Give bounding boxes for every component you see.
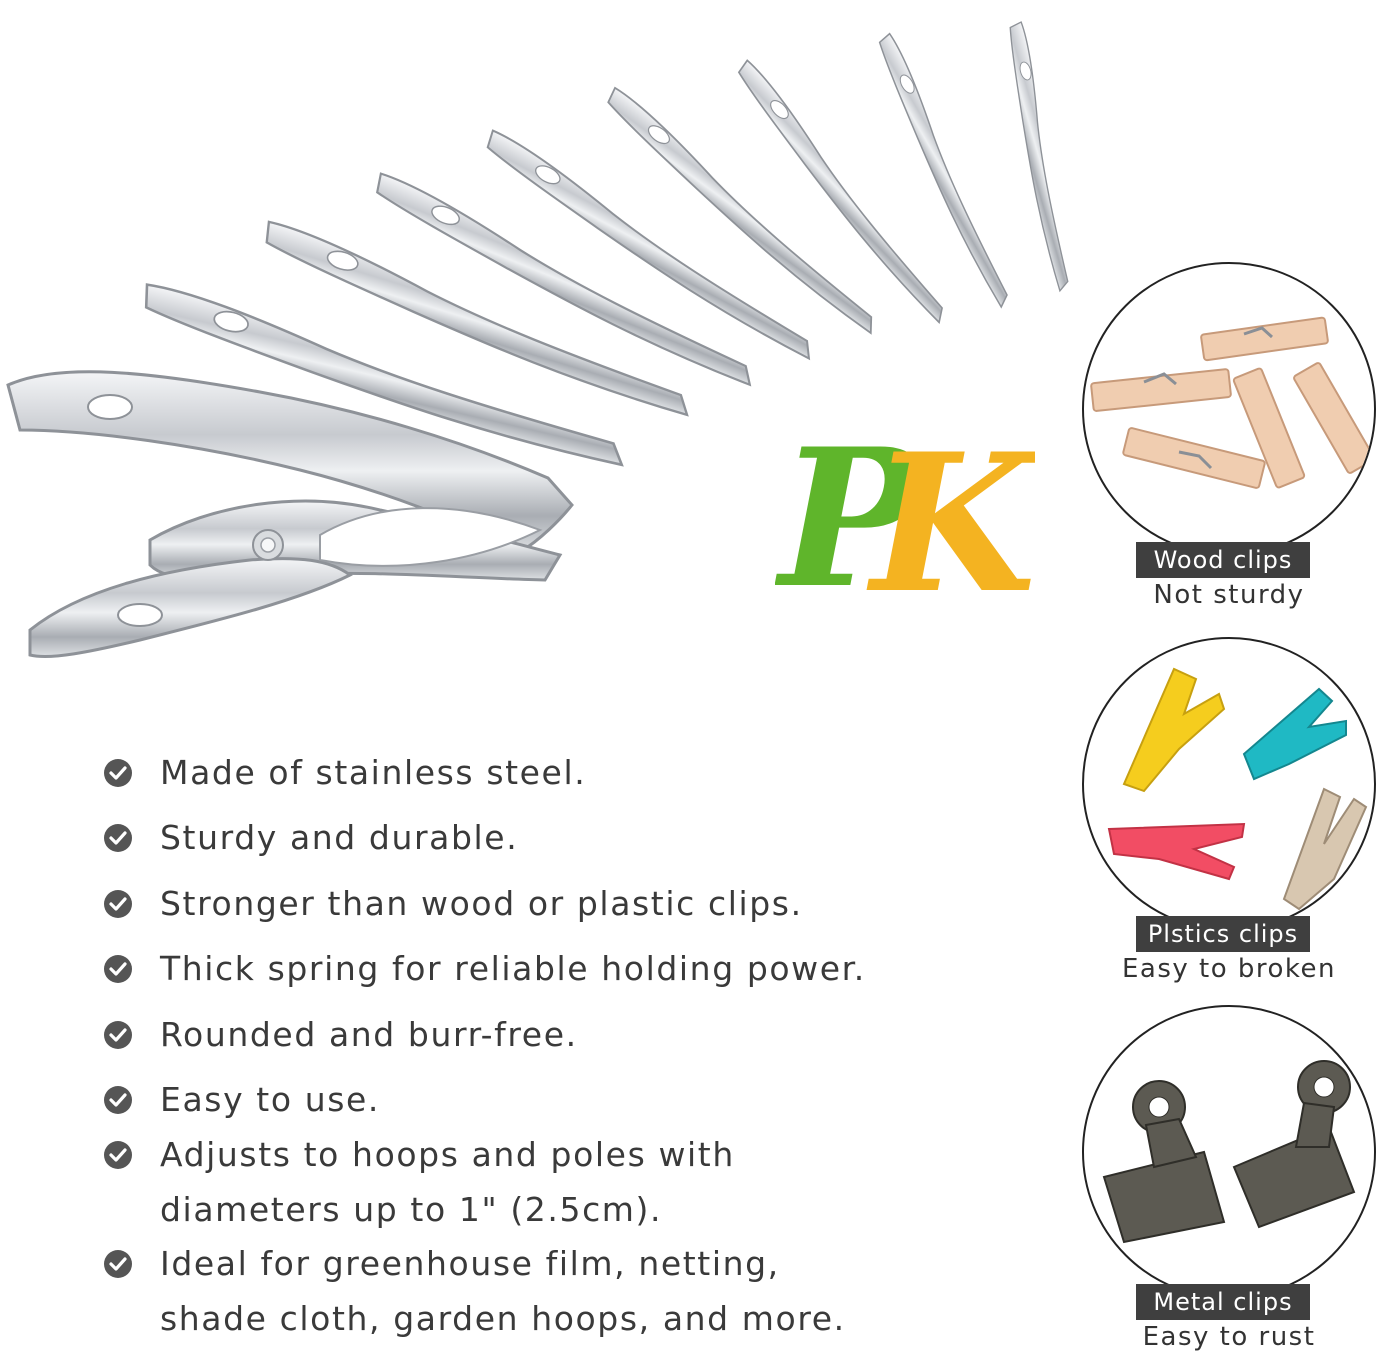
feature-text: Adjusts to hoops and poles with [160, 1135, 735, 1174]
feature-text: Easy to use. [160, 1080, 381, 1119]
wood-clips-image [1082, 262, 1376, 556]
feature-text: shade cloth, garden hoops, and more. [160, 1299, 846, 1338]
comparison-label: Wood clips [1136, 542, 1310, 578]
comparison-metal-clips: Metal clips Easy to rust [1082, 1005, 1378, 1355]
feature-text: Rounded and burr-free. [160, 1015, 578, 1054]
feature-text: Sturdy and durable. [160, 818, 519, 857]
plastic-clothespins-icon [1107, 667, 1368, 911]
feature-text: Stronger than wood or plastic clips. [160, 884, 803, 923]
checkmark-icon [104, 1141, 132, 1169]
comparison-label: Metal clips [1136, 1284, 1310, 1320]
checkmark-icon [104, 890, 132, 918]
metal-bulldog-clips-icon [1102, 1060, 1356, 1244]
metal-clips-image [1082, 1005, 1376, 1299]
feature-text: Ideal for greenhouse film, netting, [160, 1244, 780, 1283]
checkmark-icon [104, 824, 132, 852]
steel-clip [984, 21, 1097, 292]
checkmark-icon [104, 1250, 132, 1278]
checkmark-icon [104, 759, 132, 787]
feature-text: Thick spring for reliable holding power. [160, 949, 866, 988]
steel-clips-illustration [6, 21, 1097, 658]
comparison-wood-clips: Wood clips Not sturdy [1082, 262, 1378, 612]
wooden-clothespins-icon [1090, 316, 1374, 489]
comparison-label: Plstics clips [1136, 916, 1310, 952]
comparison-note: Easy to rust [1142, 1322, 1316, 1352]
plastic-clips-image [1082, 637, 1376, 931]
checkmark-icon [104, 955, 132, 983]
feature-text: Made of stainless steel. [160, 753, 587, 792]
svg-text:K: K [866, 412, 1035, 610]
steel-clip [854, 32, 1037, 308]
steel-clip-front [6, 370, 574, 658]
steel-clip [714, 59, 972, 324]
comparison-note: Easy to broken [1121, 954, 1337, 984]
brand-logo: P K [775, 410, 1035, 610]
checkmark-icon [104, 1086, 132, 1114]
comparison-note: Not sturdy [1153, 580, 1305, 610]
feature-text: diameters up to 1" (2.5cm). [160, 1190, 663, 1229]
comparison-plastic-clips: Plstics clips Easy to broken [1082, 637, 1378, 987]
checkmark-icon [104, 1021, 132, 1049]
svg-text:P: P [775, 410, 927, 610]
